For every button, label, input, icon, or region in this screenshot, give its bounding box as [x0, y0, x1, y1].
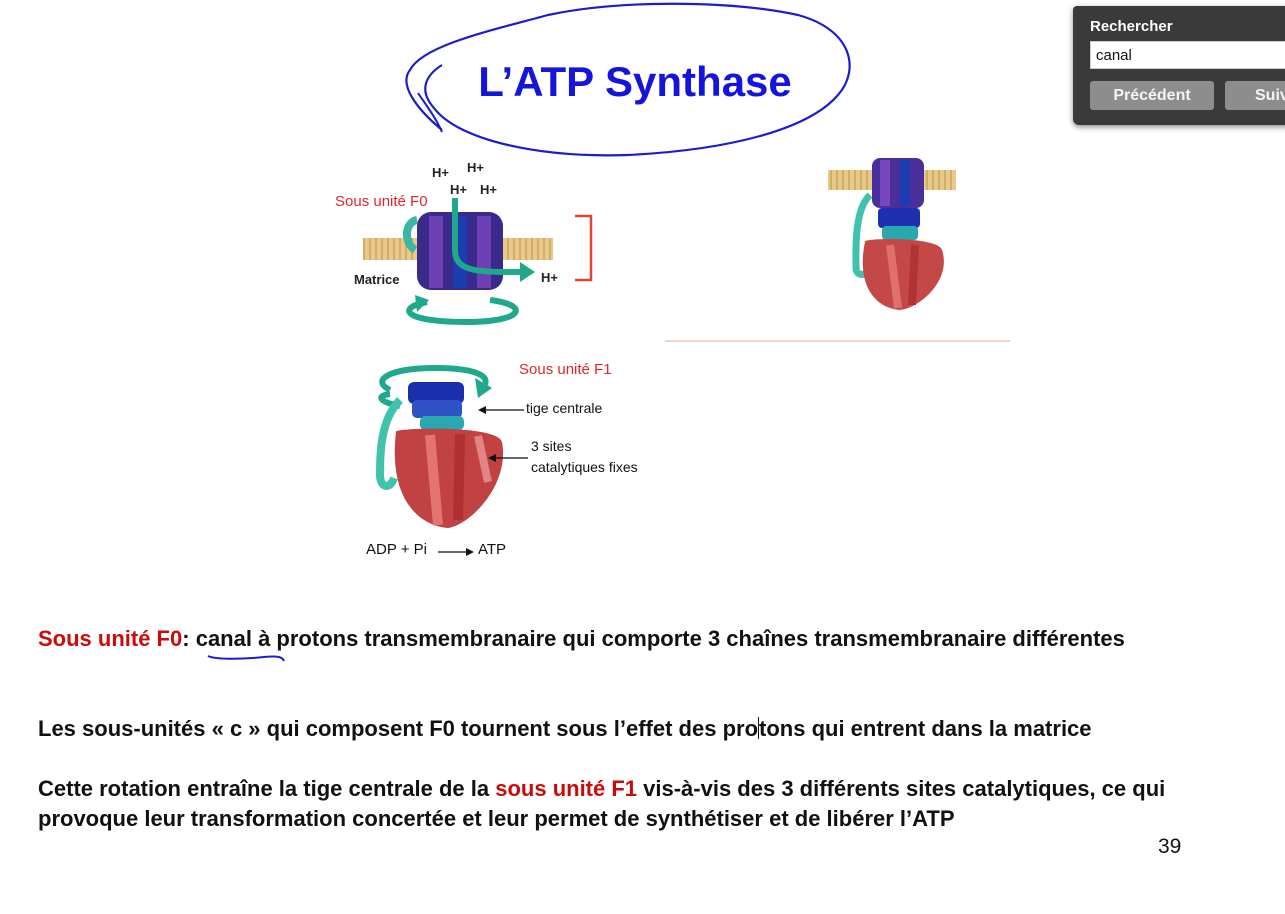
colon: : — [182, 626, 196, 651]
paragraph-f0-rest: à protons transmembranaire qui comporte … — [251, 626, 1125, 651]
page-number: 39 — [1158, 835, 1182, 858]
sites-arrow — [488, 454, 528, 462]
search-panel: Rechercher Précédent Suiv — [1073, 6, 1285, 125]
search-input[interactable] — [1090, 41, 1285, 69]
paragraph-c-part2: tons qui entrent dans la matrice — [759, 716, 1092, 741]
red-term-f1: sous unité F1 — [495, 776, 638, 801]
atp-synthase-complex-image — [665, 158, 1010, 342]
paragraph-c-subunits: Les sous-unités « c » qui composent F0 t… — [38, 714, 1253, 744]
label-sous-unite-f1: Sous unité F1 — [519, 361, 612, 378]
tige-centrale-arrow — [478, 406, 524, 414]
label-proton-3: H+ — [450, 182, 467, 197]
red-term-f0: Sous unité F0 — [38, 626, 183, 651]
paragraph-rotation: Cette rotation entraîne la tige centrale… — [38, 774, 1253, 834]
search-highlight-canal: canal — [195, 626, 252, 651]
reaction-arrow — [438, 548, 474, 556]
label-proton-1: H+ — [432, 165, 449, 180]
label-proton-out: H+ — [541, 270, 558, 285]
text-caret — [758, 717, 760, 739]
paragraph-rotation-part2: vis-à-vis des 3 différents sites catalyt… — [38, 776, 1166, 831]
underline-annotation — [207, 655, 285, 662]
f1-subunit-diagram — [375, 364, 504, 528]
paragraph-f0: Sous unité F0: canal à protons transmemb… — [38, 624, 1253, 654]
label-sites-line1: 3 sites — [531, 438, 572, 454]
paragraph-rotation-part1: Cette rotation entraîne la tige centrale… — [38, 776, 496, 801]
slide-title: L’ATP Synthase — [478, 58, 792, 105]
f0-subunit-diagram — [363, 198, 593, 326]
label-proton-2: H+ — [467, 160, 484, 175]
label-matrice: Matrice — [354, 272, 400, 287]
paragraph-c-part1: Les sous-unités « c » qui composent F0 t… — [38, 716, 759, 741]
label-reaction-left: ADP + Pi — [366, 541, 428, 558]
next-button[interactable]: Suiv — [1225, 81, 1285, 110]
label-reaction-right: ATP — [478, 541, 507, 558]
title-annotation-circle — [405, 2, 851, 157]
label-proton-4: H+ — [480, 182, 497, 197]
label-sites-line2: catalytiques fixes — [531, 459, 638, 475]
label-tige-centrale: tige centrale — [526, 400, 603, 416]
label-sous-unite-f0: Sous unité F0 — [335, 193, 428, 210]
previous-button[interactable]: Précédent — [1090, 81, 1214, 110]
search-heading: Rechercher — [1090, 18, 1173, 35]
